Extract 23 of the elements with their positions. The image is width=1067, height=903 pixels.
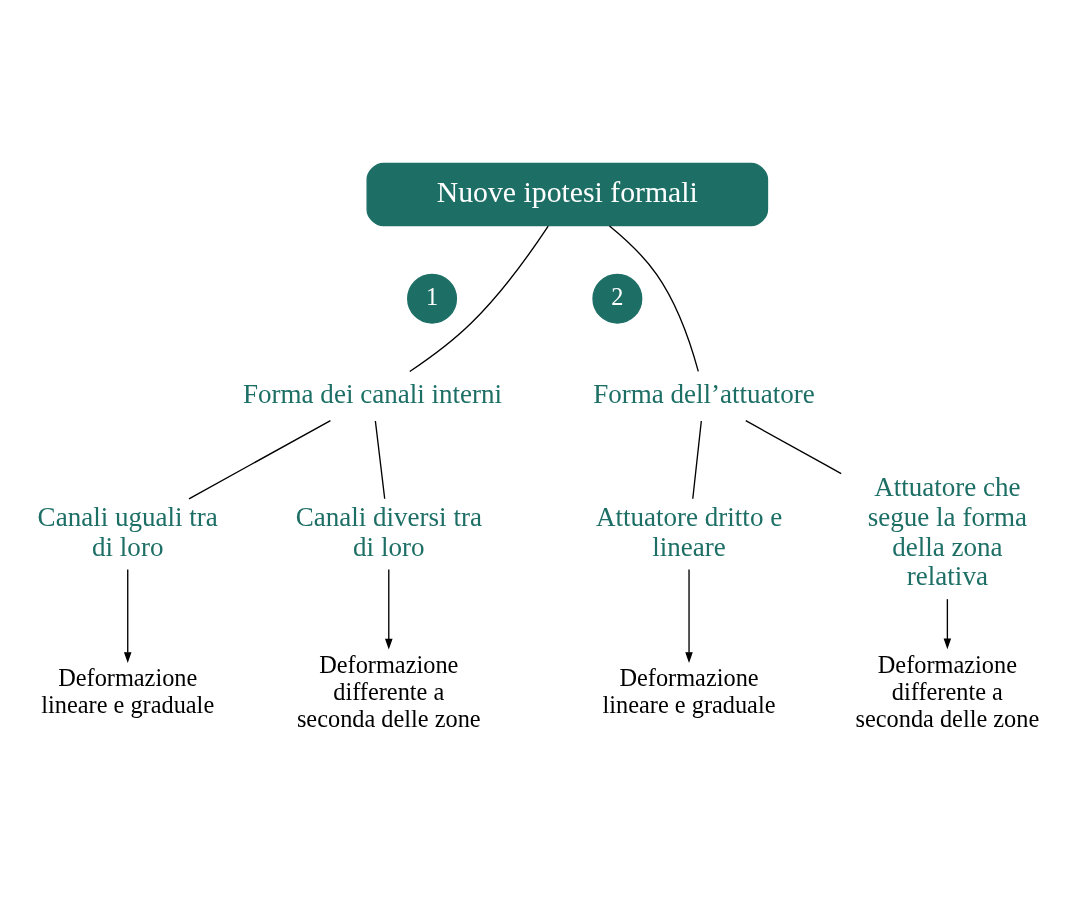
node-text: Forma dell’attuatore	[593, 378, 815, 409]
node-text: Attuatore dritto e lineare	[595, 501, 783, 562]
arrow	[685, 568, 693, 663]
node-text: Deformazione lineare e graduale	[602, 664, 776, 719]
node-text: Attuatore che segue la forma della zona relativa	[867, 472, 1027, 592]
connector	[409, 225, 549, 373]
node-circle: 1	[407, 273, 458, 324]
connector	[608, 225, 699, 373]
node-box: Nuove ipotesi formali	[366, 162, 769, 227]
connector	[692, 420, 702, 500]
node-text: Deformazione lineare e graduale	[41, 664, 215, 719]
node-text: Forma dei canali interni	[242, 378, 503, 409]
node-circle: 2	[592, 273, 643, 324]
connector	[188, 419, 332, 500]
node-text: Canali diversi tra di loro	[295, 501, 482, 562]
node-text: Canali uguali tra di loro	[37, 501, 218, 562]
connector	[374, 420, 386, 500]
node-text: Deformazione differente a seconda delle zone	[855, 650, 1040, 732]
arrow	[123, 568, 132, 663]
node-text: Deformazione differente a seconda delle zone	[296, 650, 481, 732]
arrow	[385, 568, 393, 650]
arrow	[943, 598, 952, 650]
connector	[745, 419, 842, 475]
